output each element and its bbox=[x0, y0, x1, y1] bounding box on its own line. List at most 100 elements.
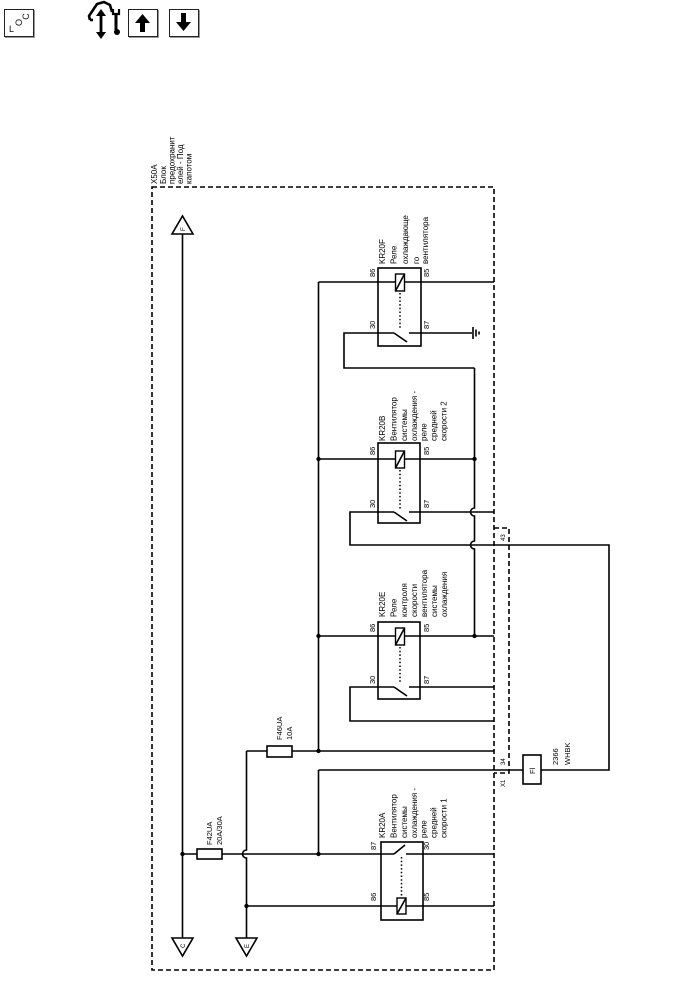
relay-contact-icon bbox=[393, 511, 408, 522]
enclosure-id: X50A bbox=[150, 164, 159, 184]
relay-contact-icon bbox=[393, 686, 408, 697]
connector-id: X1 bbox=[501, 779, 507, 787]
pin-30: 30 bbox=[368, 500, 377, 508]
relay-body bbox=[377, 267, 422, 347]
relay-description-line: реле bbox=[420, 423, 429, 441]
wire-kr20e-30 bbox=[349, 686, 494, 722]
pin-87: 87 bbox=[422, 500, 431, 508]
loc-button[interactable]: L O C bbox=[4, 9, 34, 37]
fuse-f46ua-id: F46UA bbox=[275, 717, 284, 740]
terminal-f-triangle bbox=[170, 214, 195, 235]
relay-description-line: скорости 2 bbox=[440, 401, 449, 441]
loc-letter-l: L bbox=[9, 24, 15, 34]
enclosure-name-line: Блок bbox=[159, 166, 168, 184]
relay-contact-icon bbox=[393, 332, 408, 343]
junction-dot bbox=[316, 456, 321, 462]
terminal-e-label: E bbox=[245, 944, 251, 948]
relay-description-line: контроля bbox=[400, 583, 409, 617]
wire-2366-whbk bbox=[317, 511, 610, 854]
junction-dot bbox=[180, 851, 185, 857]
fuse-f42ua-id: F42UA bbox=[205, 822, 214, 845]
connector-pin-34: 34 bbox=[501, 758, 507, 765]
pin-85: 85 bbox=[422, 269, 431, 277]
scroll-down-button[interactable] bbox=[169, 9, 199, 37]
terminal-f-label: F bbox=[181, 227, 187, 231]
relay-coil-diagonal bbox=[394, 450, 406, 469]
relay-description-line: средней bbox=[430, 807, 439, 838]
pin-87: 87 bbox=[422, 676, 431, 684]
relay-id: KR20B bbox=[378, 416, 387, 441]
fuse-f46ua-rating: 10A bbox=[285, 727, 294, 740]
scroll-up-button[interactable] bbox=[128, 9, 158, 37]
wire-kr20f-30 bbox=[343, 332, 475, 369]
junction-dot bbox=[472, 456, 477, 462]
relay-description-line: Реле bbox=[390, 245, 399, 264]
relay-description-line: Реле bbox=[390, 598, 399, 617]
relay-id: KR20E bbox=[378, 592, 387, 617]
relay-body bbox=[377, 442, 421, 524]
wire-circuit-number: 2366 bbox=[551, 748, 560, 765]
pin-86: 86 bbox=[368, 447, 377, 455]
relay-contact-icon bbox=[393, 844, 406, 855]
fuse-f46ua bbox=[266, 745, 293, 758]
relay-coil-icon bbox=[396, 897, 407, 915]
junction-dot bbox=[316, 851, 321, 857]
pin-85: 85 bbox=[422, 893, 431, 901]
relay-kr20b: 86 85 30 87 KR20B Вентилятор системы охл… bbox=[318, 391, 494, 524]
wire-terminal-e bbox=[241, 751, 248, 938]
terminal-c-triangle bbox=[170, 937, 195, 958]
arrow-up-icon bbox=[135, 14, 150, 32]
pin-85: 85 bbox=[422, 447, 431, 455]
pin-86: 86 bbox=[368, 624, 377, 632]
junction-dot bbox=[244, 903, 249, 909]
fuse-f42ua-rating: 20A/30A bbox=[215, 816, 224, 845]
relay-description-line: охлаждения bbox=[440, 572, 449, 617]
relay-coil-diagonal bbox=[394, 627, 406, 646]
relay-coil-icon bbox=[394, 273, 406, 292]
arrow-down-icon bbox=[176, 13, 191, 31]
relay-coil-icon bbox=[394, 450, 406, 469]
relay-coil-icon bbox=[394, 627, 406, 646]
junction-dot bbox=[316, 748, 321, 754]
relay-description-line: охлаждения - bbox=[410, 788, 419, 838]
enclosure-name-line: предохранит bbox=[168, 136, 177, 184]
pin-87: 87 bbox=[369, 842, 378, 850]
connector-pin-43: 43 bbox=[501, 534, 507, 541]
relay-coil-diagonal bbox=[396, 897, 407, 915]
loc-letter-o: O bbox=[14, 18, 25, 27]
relay-coil-diagonal bbox=[394, 273, 406, 292]
inline-component-label: Fl bbox=[528, 767, 537, 774]
relay-description-line: системы bbox=[400, 806, 409, 838]
pin-85: 85 bbox=[422, 624, 431, 632]
pin-87: 87 bbox=[422, 321, 431, 329]
junction-dot bbox=[472, 633, 477, 639]
pin-86: 86 bbox=[369, 893, 378, 901]
relay-description-line: Вентилятор bbox=[390, 397, 399, 441]
relay-kr20f: 86 85 30 87 KR20F Реле охлаждающе го вен… bbox=[318, 215, 494, 369]
relay-description-line: Вентилятор bbox=[390, 794, 399, 838]
enclosure-name-line: елей - Под bbox=[176, 144, 185, 184]
relay-body bbox=[377, 621, 421, 700]
relay-kr20a: 87 30 86 85 KR20A Вентилятор системы охл… bbox=[246, 788, 494, 921]
junction-dots bbox=[180, 456, 477, 909]
relay-description-line: скорости bbox=[410, 584, 419, 617]
relay-kr20e: 86 85 30 87 KR20E Реле контроля скорости… bbox=[318, 569, 494, 722]
terminal-e-triangle bbox=[234, 937, 259, 958]
service-navigation-button[interactable] bbox=[86, 0, 126, 40]
junction-dot bbox=[316, 633, 321, 639]
pin-30: 30 bbox=[368, 676, 377, 684]
wire-85-common bbox=[469, 368, 476, 636]
relay-body bbox=[380, 841, 424, 921]
relay-description-line: го bbox=[412, 256, 421, 264]
relay-description-line: вентилятора bbox=[421, 216, 430, 264]
loc-letter-c: C bbox=[20, 13, 31, 20]
fuse-f42ua bbox=[196, 848, 223, 860]
relay-description-line: реле bbox=[420, 820, 429, 838]
relay-description-line: вентилятора bbox=[420, 569, 429, 617]
relay-description-line: средней bbox=[430, 410, 439, 441]
pin-86: 86 bbox=[368, 269, 377, 277]
enclosure-border bbox=[151, 186, 495, 971]
relay-id: KR20F bbox=[378, 239, 387, 264]
relay-description-line: охлаждения - bbox=[410, 391, 419, 441]
